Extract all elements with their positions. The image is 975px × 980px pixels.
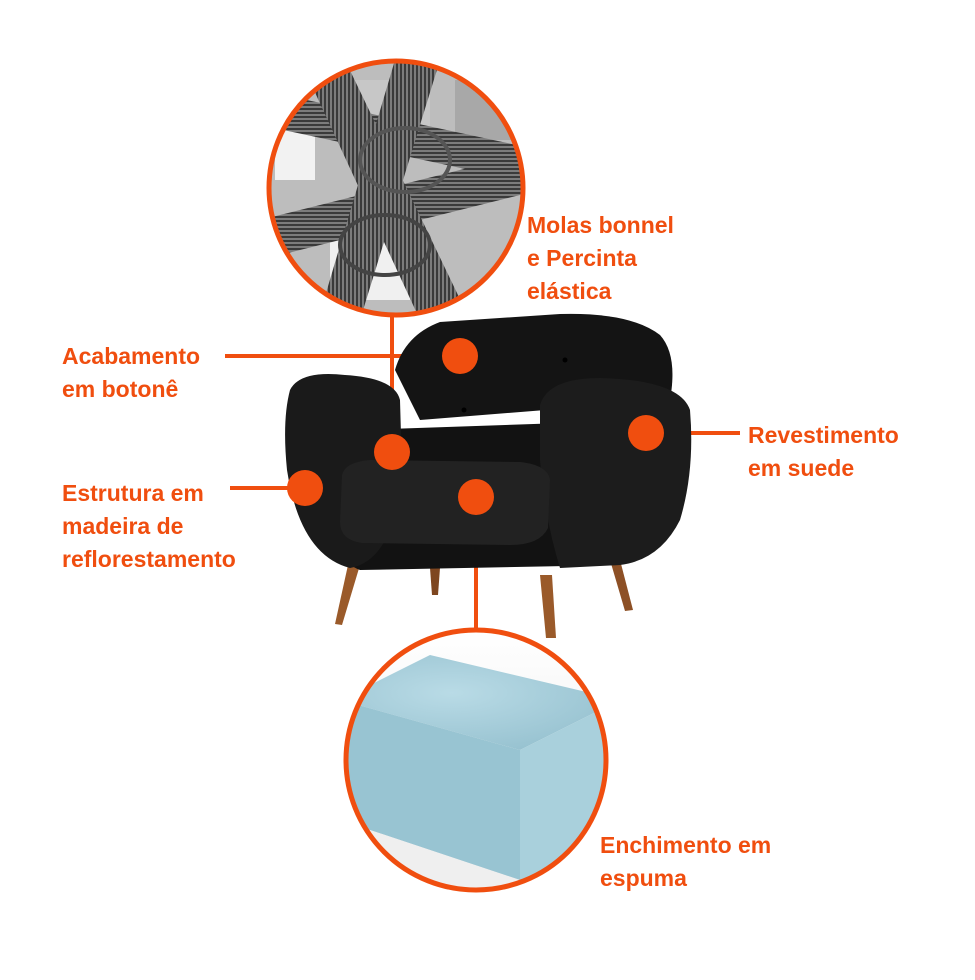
hotspot-molas[interactable] <box>374 434 410 470</box>
foam-detail-circle <box>343 627 609 893</box>
label-estrutura: Estrutura em madeira de reflorestamento <box>62 480 236 572</box>
hotspot-dots <box>287 338 664 515</box>
label-molas: Molas bonnel e Percinta elástica <box>527 212 674 304</box>
label-enchimento: Enchimento em espuma <box>600 832 772 891</box>
springs-detail-circle <box>266 58 526 318</box>
hotspot-estrutura[interactable] <box>287 470 323 506</box>
hotspot-acabamento[interactable] <box>442 338 478 374</box>
armchair <box>285 313 692 638</box>
label-acabamento: Acabamento em botonê <box>62 343 201 402</box>
hotspot-enchimento[interactable] <box>458 479 494 515</box>
label-revestimento: Revestimento em suede <box>748 422 899 481</box>
hotspot-revestimento[interactable] <box>628 415 664 451</box>
